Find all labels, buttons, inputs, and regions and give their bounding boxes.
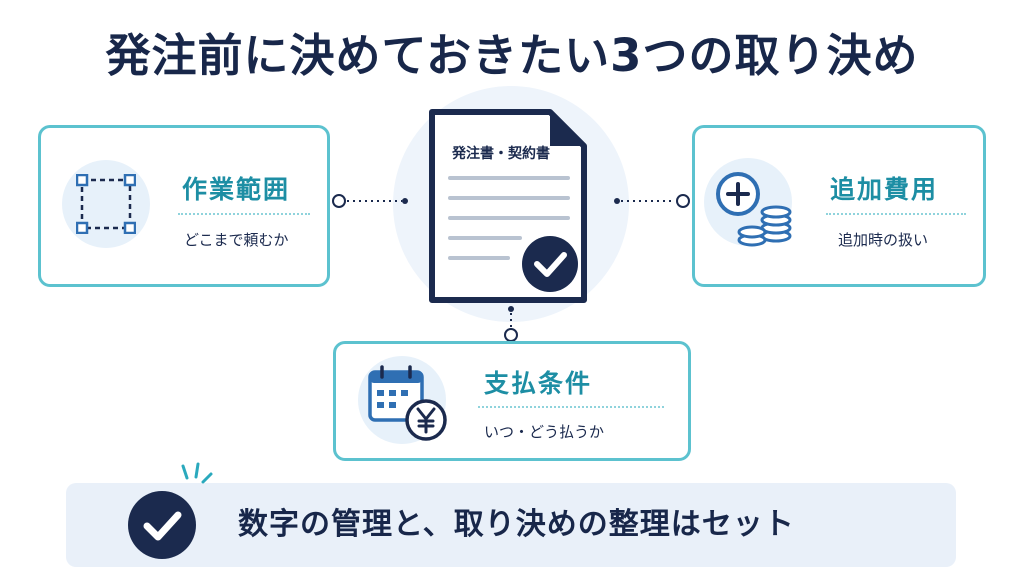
summary-banner xyxy=(66,483,956,567)
scope-divider xyxy=(178,213,310,215)
extra-cost-divider xyxy=(826,213,966,215)
document-label: 発注書・契約書 xyxy=(452,146,550,162)
payment-title: 支払条件 xyxy=(484,369,593,398)
summary-text: 数字の管理と、取り決めの整理はセット xyxy=(238,507,795,542)
calendar-yen-icon xyxy=(368,365,447,441)
extra-cost-subtitle: 追加時の扱い xyxy=(838,231,929,249)
document-check-icon xyxy=(429,109,587,303)
payment-divider xyxy=(478,406,664,408)
scope-subtitle: どこまで頼むか xyxy=(184,231,289,249)
connector-right xyxy=(614,194,690,208)
sparkle-icon xyxy=(181,462,213,484)
check-circle-icon xyxy=(128,491,196,559)
extra-cost-title: 追加費用 xyxy=(830,175,939,204)
plus-coins-icon xyxy=(716,172,792,247)
connector-left xyxy=(332,194,408,208)
scope-title: 作業範囲 xyxy=(182,175,291,204)
page-title: 発注前に決めておきたい3つの取り決め xyxy=(105,29,919,82)
payment-subtitle: いつ・どう払うか xyxy=(484,423,605,441)
connector-bottom xyxy=(504,306,518,342)
selection-frame-icon xyxy=(76,174,136,234)
